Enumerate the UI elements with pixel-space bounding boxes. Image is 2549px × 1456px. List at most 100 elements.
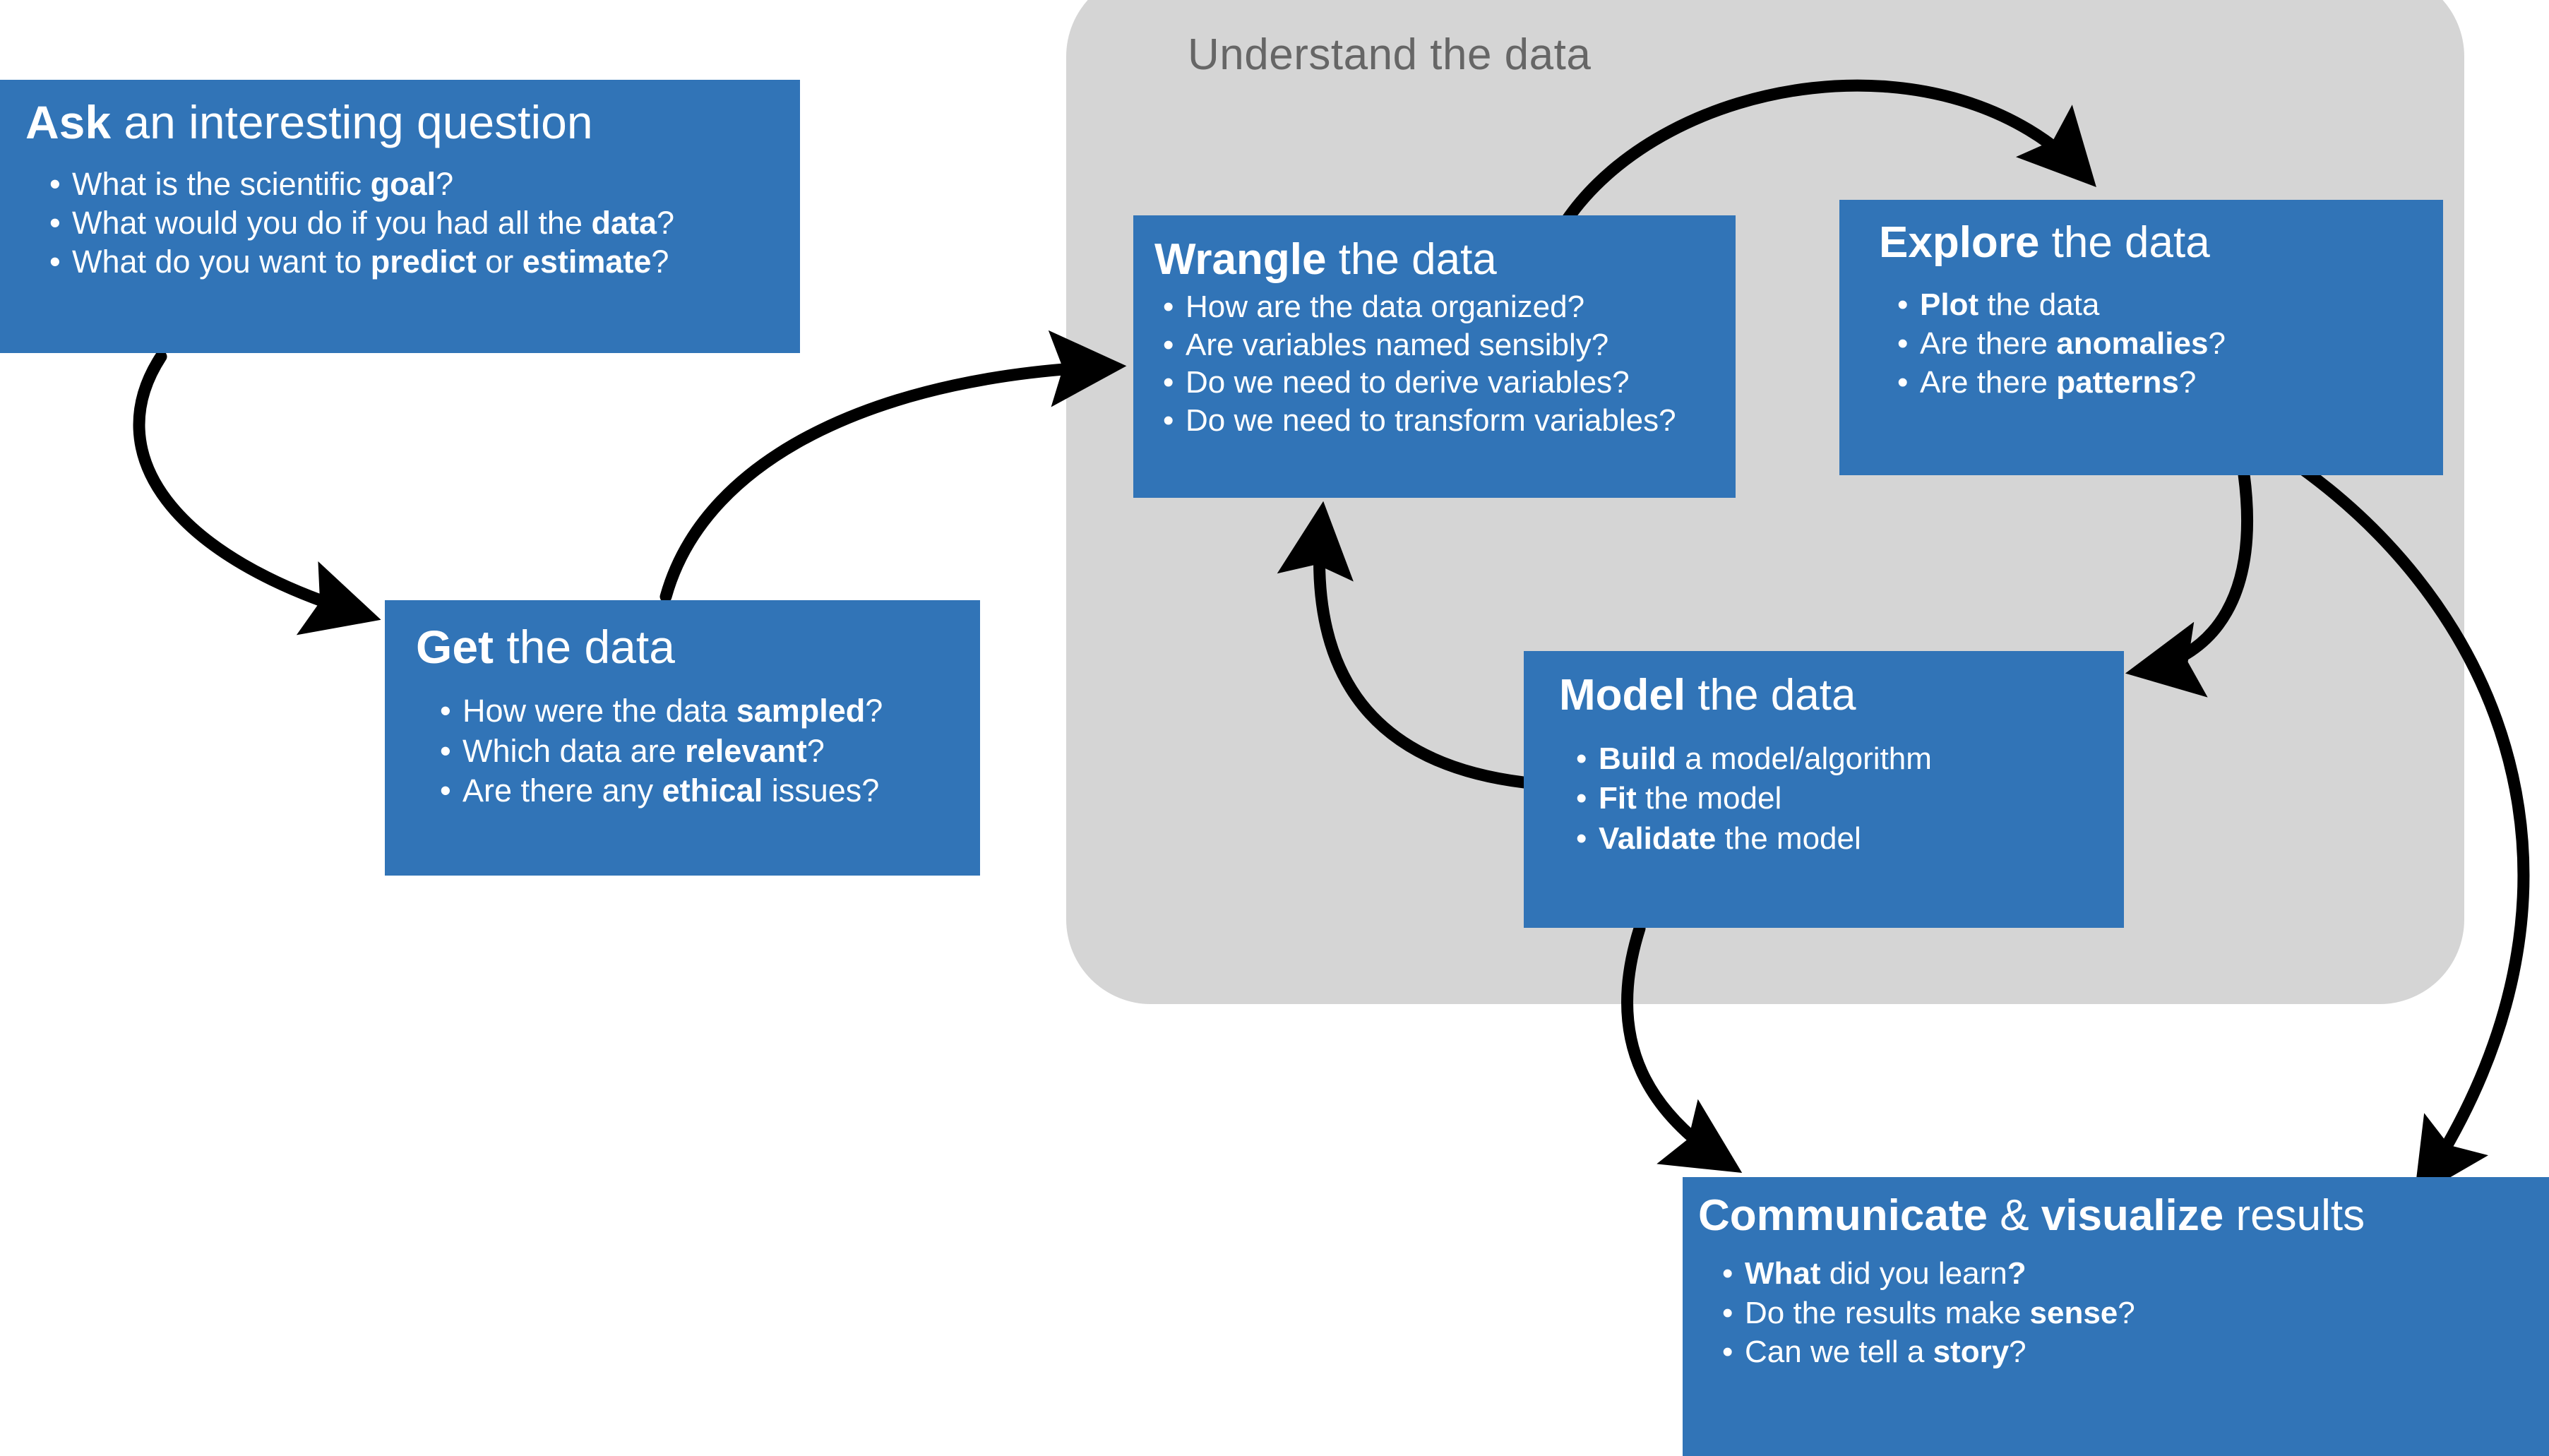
list-item: Build a model/algorithm bbox=[1576, 739, 2124, 780]
box-get[interactable]: Get the data How were the data sampled? … bbox=[385, 600, 980, 876]
bullet-tail: the model bbox=[1716, 821, 1861, 856]
bullet-text: What is the scientific bbox=[72, 166, 371, 203]
bullet-keyword: ethical bbox=[662, 772, 763, 808]
box-wrangle[interactable]: Wrangle the data How are the data organi… bbox=[1133, 215, 1736, 498]
bullet-keyword: anomalies bbox=[2056, 326, 2209, 362]
list-item: Are there anomalies? bbox=[1897, 324, 2443, 363]
bullet-mid: or bbox=[476, 244, 523, 280]
box-get-title-keyword: Get bbox=[416, 621, 494, 673]
bullet-text: What do you want to bbox=[72, 244, 371, 280]
bullet-tail: the data bbox=[1978, 287, 2100, 323]
list-item: What do you want to predict or estimate? bbox=[49, 243, 800, 282]
bullet-tail: ? bbox=[656, 205, 675, 241]
box-explore[interactable]: Explore the data Plot the data Are there… bbox=[1839, 200, 2443, 475]
list-item: Are variables named sensibly? bbox=[1163, 326, 1736, 364]
bullet-keyword: predict bbox=[370, 244, 477, 280]
box-communicate-title-rest: results bbox=[2223, 1191, 2365, 1240]
bullet-keyword: Plot bbox=[1920, 287, 1979, 323]
bullet-keyword: Validate bbox=[1599, 821, 1717, 856]
bullet-keyword: sampled bbox=[736, 693, 866, 729]
bullet-tail: ? bbox=[436, 166, 454, 203]
box-ask[interactable]: Ask an interesting question What is the … bbox=[0, 80, 800, 353]
arrow-get-to-wrangle bbox=[659, 330, 1127, 603]
box-model[interactable]: Model the data Build a model/algorithm F… bbox=[1524, 651, 2124, 928]
list-item: What would you do if you had all the dat… bbox=[49, 204, 800, 243]
bullet-keyword-2: estimate bbox=[522, 244, 652, 280]
bullet-tail: ? bbox=[2208, 326, 2226, 362]
box-communicate[interactable]: Communicate & visualize results What did… bbox=[1683, 1177, 2549, 1456]
bullet-keyword: goal bbox=[370, 166, 436, 203]
list-item: Can we tell a story? bbox=[1722, 1332, 2549, 1372]
box-wrangle-title-keyword: Wrangle bbox=[1154, 235, 1327, 284]
bullet-keyword-2: ? bbox=[2007, 1256, 2026, 1291]
bullet-text: Do the results make bbox=[1745, 1295, 2030, 1330]
bullet-text: Are there bbox=[1920, 326, 2057, 362]
bullet-keyword: relevant bbox=[685, 732, 807, 769]
bullet-keyword: Fit bbox=[1599, 781, 1637, 816]
bullet-keyword: story bbox=[1933, 1334, 2010, 1369]
list-item: Which data are relevant? bbox=[440, 732, 980, 772]
bullet-text: Do we need to derive variables? bbox=[1186, 365, 1630, 400]
bullet-keyword: What bbox=[1745, 1256, 1821, 1291]
bullet-text: Do we need to transform variables? bbox=[1186, 403, 1676, 438]
box-wrangle-bullets: How are the data organized? Are variable… bbox=[1163, 288, 1736, 440]
list-item: What is the scientific goal? bbox=[49, 165, 800, 204]
list-item: How were the data sampled? bbox=[440, 691, 980, 732]
arrow-ask-to-get bbox=[133, 350, 381, 635]
bullet-text: Which data are bbox=[462, 732, 686, 769]
box-explore-title-keyword: Explore bbox=[1879, 218, 2040, 267]
bullet-keyword: Build bbox=[1599, 741, 1676, 777]
bullet-mid: did you learn bbox=[1820, 1256, 2007, 1291]
box-explore-bullets: Plot the data Are there anomalies? Are t… bbox=[1897, 285, 2443, 402]
box-ask-title: Ask an interesting question bbox=[25, 96, 800, 148]
list-item: Do the results make sense? bbox=[1722, 1294, 2549, 1333]
understand-the-data-label: Understand the data bbox=[1188, 30, 1592, 79]
box-ask-title-rest: an interesting question bbox=[111, 96, 593, 148]
bullet-text: What would you do if you had all the bbox=[72, 205, 592, 241]
list-item: Validate the model bbox=[1576, 819, 2124, 859]
bullet-tail: a model/algorithm bbox=[1676, 741, 1932, 777]
list-item: Do we need to derive variables? bbox=[1163, 364, 1736, 402]
box-get-bullets: How were the data sampled? Which data ar… bbox=[440, 691, 980, 811]
list-item: Fit the model bbox=[1576, 779, 2124, 819]
box-model-bullets: Build a model/algorithm Fit the model Va… bbox=[1576, 739, 2124, 859]
box-model-title-rest: the data bbox=[1685, 671, 1856, 720]
bullet-text: Are variables named sensibly? bbox=[1186, 327, 1609, 362]
list-item: How are the data organized? bbox=[1163, 288, 1736, 326]
bullet-tail: ? bbox=[2118, 1295, 2135, 1330]
bullet-tail: ? bbox=[806, 732, 825, 769]
box-wrangle-title-rest: the data bbox=[1326, 235, 1497, 284]
bullet-text: How are the data organized? bbox=[1186, 290, 1585, 325]
box-model-title: Model the data bbox=[1559, 672, 2124, 718]
box-communicate-title-keyword-2: visualize bbox=[2041, 1191, 2224, 1240]
bullet-text: How were the data bbox=[462, 693, 736, 729]
bullet-tail: the model bbox=[1636, 781, 1782, 816]
bullet-tail: ? bbox=[865, 693, 883, 729]
box-ask-bullets: What is the scientific goal? What would … bbox=[49, 165, 800, 282]
bullet-text: Can we tell a bbox=[1745, 1334, 1933, 1369]
box-explore-title-rest: the data bbox=[2039, 218, 2210, 267]
list-item: What did you learn? bbox=[1722, 1254, 2549, 1294]
box-communicate-title-keyword: Communicate bbox=[1698, 1191, 1988, 1240]
bullet-tail: issues? bbox=[763, 772, 880, 808]
list-item: Are there any ethical issues? bbox=[440, 771, 980, 811]
box-ask-title-keyword: Ask bbox=[25, 96, 112, 148]
box-model-title-keyword: Model bbox=[1559, 671, 1686, 720]
list-item: Are there patterns? bbox=[1897, 363, 2443, 402]
bullet-keyword: data bbox=[591, 205, 657, 241]
box-communicate-title-mid: & bbox=[1987, 1191, 2041, 1240]
box-communicate-bullets: What did you learn? Do the results make … bbox=[1722, 1254, 2549, 1372]
list-item: Do we need to transform variables? bbox=[1163, 402, 1736, 440]
list-item: Plot the data bbox=[1897, 285, 2443, 324]
box-explore-title: Explore the data bbox=[1879, 220, 2443, 265]
bullet-keyword: sense bbox=[2029, 1295, 2118, 1330]
bullet-keyword: patterns bbox=[2056, 365, 2179, 400]
box-get-title: Get the data bbox=[416, 621, 980, 673]
bullet-tail: ? bbox=[651, 244, 669, 280]
bullet-text: Are there bbox=[1920, 365, 2057, 400]
box-wrangle-title: Wrangle the data bbox=[1154, 237, 1736, 282]
bullet-text: Are there any bbox=[462, 772, 662, 808]
bullet-tail: ? bbox=[2178, 365, 2197, 400]
bullet-tail: ? bbox=[2009, 1334, 2026, 1369]
